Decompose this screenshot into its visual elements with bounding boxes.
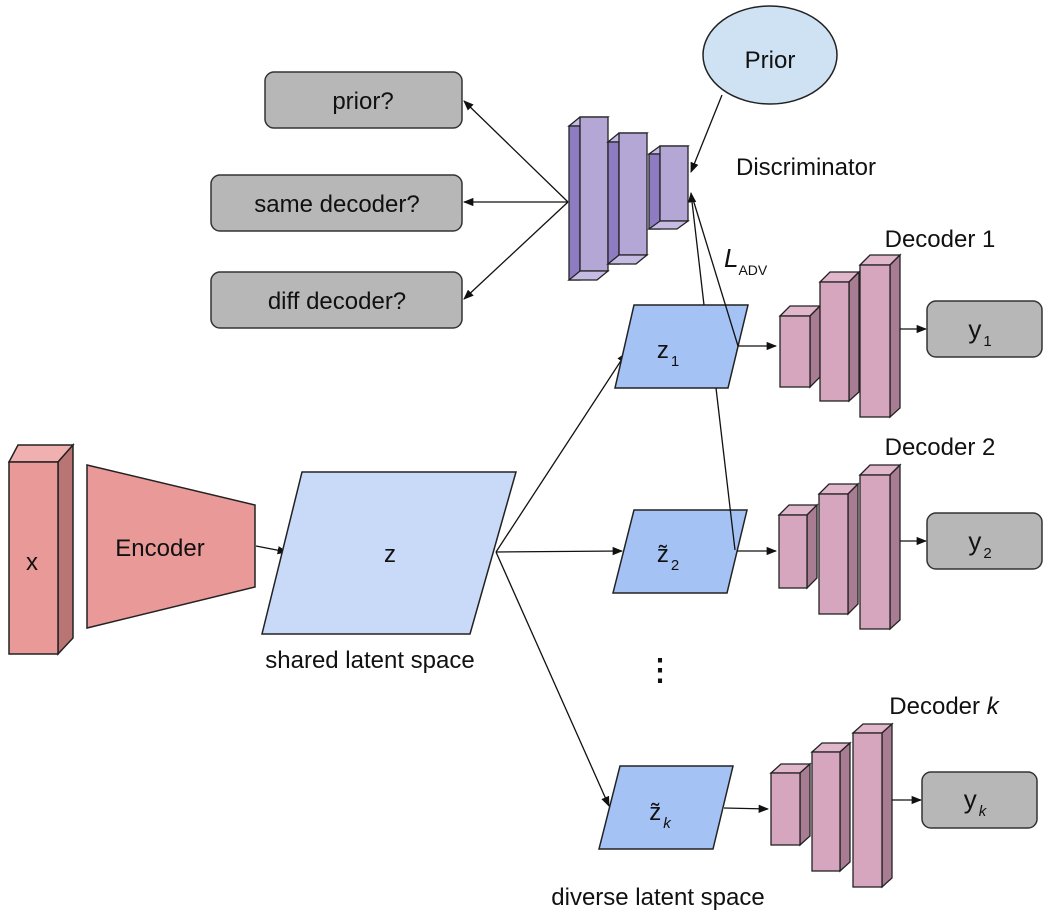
discriminator-label: Discriminator: [736, 154, 876, 181]
prior-shape: [702, 5, 838, 105]
disc-output-prior: prior?: [264, 71, 463, 129]
branches-ellipsis: ⋮: [645, 654, 675, 687]
encoder-label: Encoder: [115, 535, 204, 562]
z-to-zk-arrow: [495, 551, 610, 807]
discriminator: [567, 116, 690, 281]
shared-latent-shape: [261, 471, 517, 635]
disc-to-prior-q-arrow: [463, 100, 569, 203]
disc-output-diff-decoder: diff decoder?: [210, 271, 463, 329]
prior-to-discriminator-arrow: [690, 94, 723, 173]
disc-output-diff-decoder-label: diff decoder?: [268, 288, 406, 315]
input-block-side: [57, 443, 74, 656]
decoder-k: [769, 722, 894, 889]
adversarial-loss-label: LADV: [724, 243, 768, 278]
decoder-k-label: Decoder k: [889, 693, 1000, 720]
output-y2-box: [926, 512, 1043, 570]
input-block: x: [7, 443, 75, 656]
latent-z1-shape: [614, 304, 749, 389]
prior-node: Prior: [702, 5, 838, 105]
disc-output-same-decoder: same decoder?: [210, 174, 463, 232]
zk-to-deciderk-arrow: [723, 804, 770, 813]
z-to-z2-arrow: [495, 546, 624, 556]
latent-zk-shape: [598, 765, 734, 850]
decoder-1-label: Decoder 1: [885, 226, 996, 253]
shared-latent-caption: shared latent space: [265, 647, 474, 674]
disc-to-diff-q-arrow: [463, 201, 569, 300]
z2-to-discriminator-line: [715, 387, 736, 551]
encoder: Encoder: [86, 464, 256, 629]
z1-to-discriminator-line: [687, 191, 705, 306]
encoder-shape: [86, 464, 256, 629]
z-to-z1-arrow: [495, 352, 627, 553]
shared-latent-label: z: [384, 541, 396, 568]
z1-right-to-discriminator-line: [691, 195, 739, 347]
decoder-2: [777, 463, 902, 631]
input-block-front: [8, 461, 59, 655]
latent-zk-label: z̃k: [649, 799, 672, 832]
latent-z2-shape: [612, 509, 748, 594]
output-y1-box: [926, 300, 1043, 358]
disc-output-same-decoder-label: same decoder?: [254, 191, 419, 218]
prior-label: Prior: [745, 47, 796, 74]
input-label: x: [26, 549, 38, 576]
latent-z2-label: z̃2: [657, 541, 679, 574]
decoder-2-label: Decoder 2: [885, 434, 996, 461]
output-yk-box: [921, 771, 1038, 829]
disc-output-prior-label: prior?: [332, 88, 393, 115]
shared-latent: z shared latent space: [261, 471, 517, 674]
decoder-1: [778, 253, 902, 419]
diverse-latent-caption: diverse latent space: [551, 884, 764, 911]
